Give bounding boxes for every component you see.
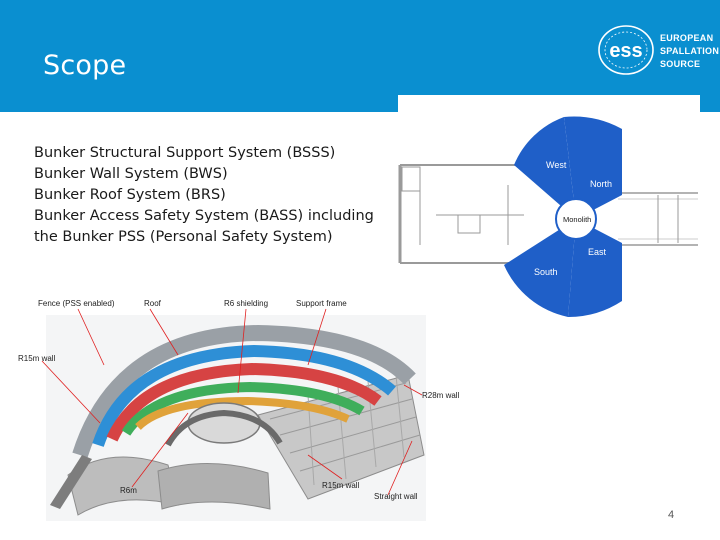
list-item: Bunker Structural Support System (BSSS): [34, 145, 336, 161]
sector-west-shape: [514, 117, 576, 219]
sector-north-shape: [564, 116, 622, 219]
render-roof-green: [121, 381, 365, 436]
label-support-frame: Support frame: [296, 299, 347, 308]
sector-south-label: South: [534, 267, 558, 277]
sector-east-label: East: [588, 247, 607, 257]
label-r15m-wall-left: R15m wall: [18, 354, 56, 363]
sector-west-label: West: [546, 160, 567, 170]
bunker-plan-diagram: West North Monolith East South: [398, 95, 700, 317]
list-item: Bunker Access Safety System (BASS) inclu…: [34, 208, 374, 224]
list-item: Bunker Roof System (BRS): [34, 187, 226, 203]
sector-east-shape: [568, 219, 622, 317]
ess-logo-mark-icon: ess: [598, 25, 654, 75]
logo-line-1: EUROPEAN: [660, 33, 714, 43]
render-roof-blue: [92, 344, 396, 447]
logo-mark-text: ess: [609, 40, 642, 62]
plan-sectors: [504, 116, 622, 317]
logo-wordmark: EUROPEAN SPALLATION SOURCE: [660, 32, 719, 71]
list-item: the Bunker PSS (Personal Safety System): [34, 229, 333, 245]
scope-list: Bunker Structural Support System (BSSS) …: [34, 143, 374, 248]
render-stairs: [50, 455, 92, 509]
label-r6m: R6m: [120, 486, 137, 495]
label-roof: Roof: [144, 299, 162, 308]
render-leader-lines: [41, 308, 423, 496]
ess-logo: ess EUROPEAN SPALLATION SOURCE: [596, 22, 719, 78]
render-outer-wall: [72, 324, 416, 458]
monolith-label: Monolith: [563, 215, 591, 224]
label-r28m-wall: R28m wall: [422, 391, 460, 400]
header-bar: Scope ess EUROPEAN SPALLATION SOURCE: [0, 0, 720, 112]
sector-north-label: North: [590, 179, 612, 189]
render-roof-orange: [135, 396, 350, 430]
monolith-circle: [555, 198, 597, 240]
render-r6-shielding: [165, 409, 283, 447]
label-fence: Fence (PSS enabled): [38, 299, 115, 308]
label-r15m-wall-bottom: R15m wall: [322, 481, 360, 490]
label-straight-wall: Straight wall: [374, 492, 418, 501]
label-r6-shielding: R6 shielding: [224, 299, 268, 308]
render-monolith: [187, 402, 261, 444]
bunker-3d-render: Fence (PSS enabled) Roof R6 shielding Su…: [18, 299, 460, 521]
sector-south-shape: [504, 219, 576, 317]
render-front-walls: [157, 462, 271, 510]
render-roof-red: [106, 362, 382, 442]
list-item: Bunker Wall System (BWS): [34, 166, 228, 182]
logo-line-2: SPALLATION: [660, 46, 720, 56]
slide-title: Scope: [43, 50, 127, 81]
plan-building-lines: [398, 164, 698, 264]
logo-line-3: SOURCE: [660, 59, 701, 69]
page-number: 4: [668, 509, 675, 521]
